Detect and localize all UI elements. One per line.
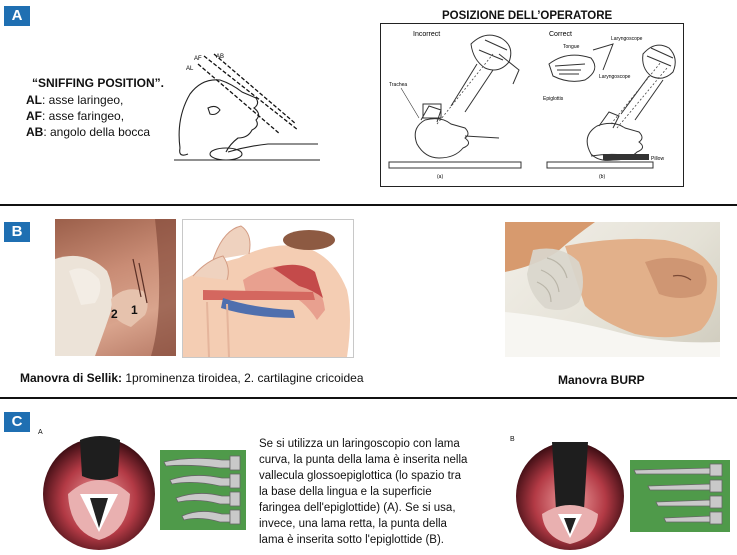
- fig-label-ab: AB: [216, 54, 224, 60]
- label-correct: Correct: [549, 31, 572, 38]
- section-c-badge: C: [4, 412, 30, 432]
- sellik-label-1: 1: [131, 303, 138, 317]
- sniffing-title: “SNIFFING POSITION”.: [32, 76, 165, 90]
- view-label-b: B: [510, 436, 515, 443]
- sniffing-position-figure: AF AB AL: [174, 53, 320, 161]
- section-b-badge: B: [4, 222, 30, 242]
- straight-blades-tray: [630, 460, 730, 532]
- laryngoscope-view-b: [516, 442, 624, 550]
- sellik-photo: 2 1: [55, 219, 176, 356]
- sellik-anatomy-illustration: [182, 219, 354, 358]
- paragraph-line-4: la base della lingua e la superficie: [259, 486, 432, 498]
- paragraph-line-6: invece, una lama retta, la punta della: [259, 518, 447, 530]
- label-pillow: Pillow: [651, 156, 664, 162]
- divider-ab: [0, 204, 737, 206]
- sellik-caption: Manovra di Sellik: 1prominenza tiroidea,…: [20, 371, 364, 385]
- fig-label-al: AL: [186, 66, 194, 72]
- sellik-label-2: 2: [111, 307, 118, 321]
- paragraph-line-3: vallecula glossoepiglottica (lo spazio t…: [259, 470, 461, 482]
- fig-label-af: AF: [194, 56, 202, 62]
- divider-bc: [0, 397, 737, 399]
- operator-title: POSIZIONE DELL’OPERATORE: [442, 10, 613, 22]
- view-label-a: A: [38, 429, 43, 436]
- operator-figure: Incorrect Trachea (a) Correct Tongue Lar…: [380, 23, 684, 187]
- curved-blades-tray: [160, 450, 246, 530]
- sniffing-line-af: AF: asse faringeo,: [26, 109, 125, 123]
- paragraph-line-1: Se si utilizza un laringoscopio con lama: [259, 438, 460, 450]
- section-a-badge: A: [4, 6, 30, 26]
- burp-photo: [505, 222, 720, 357]
- blade-explanation-paragraph: Se si utilizza un laringoscopio con lama…: [259, 436, 519, 548]
- label-laryngoscope-mid: Laryngoscope: [599, 74, 631, 80]
- label-trachea: Trachea: [389, 82, 407, 88]
- laryngoscope-view-a: [43, 436, 155, 550]
- label-tongue: Tongue: [563, 44, 580, 50]
- label-laryngoscope-top: Laryngoscope: [611, 36, 643, 42]
- label-epiglottis: Epiglottis: [543, 96, 564, 102]
- label-incorrect: Incorrect: [413, 31, 440, 38]
- burp-caption: Manovra BURP: [558, 373, 645, 387]
- label-panel-b: (b): [599, 174, 605, 180]
- sniffing-line-ab: AB: angolo della bocca: [26, 125, 151, 139]
- paragraph-line-7: lama è inserita sotto l'epiglottide (B).: [259, 534, 445, 546]
- sniffing-line-al: AL: asse laringeo,: [26, 93, 124, 107]
- paragraph-line-2: curva, la punta della lama è inserita ne…: [259, 454, 468, 466]
- label-panel-a: (a): [437, 174, 443, 180]
- paragraph-line-5: faringea dell'epiglottide) (A). Se si us…: [259, 502, 456, 514]
